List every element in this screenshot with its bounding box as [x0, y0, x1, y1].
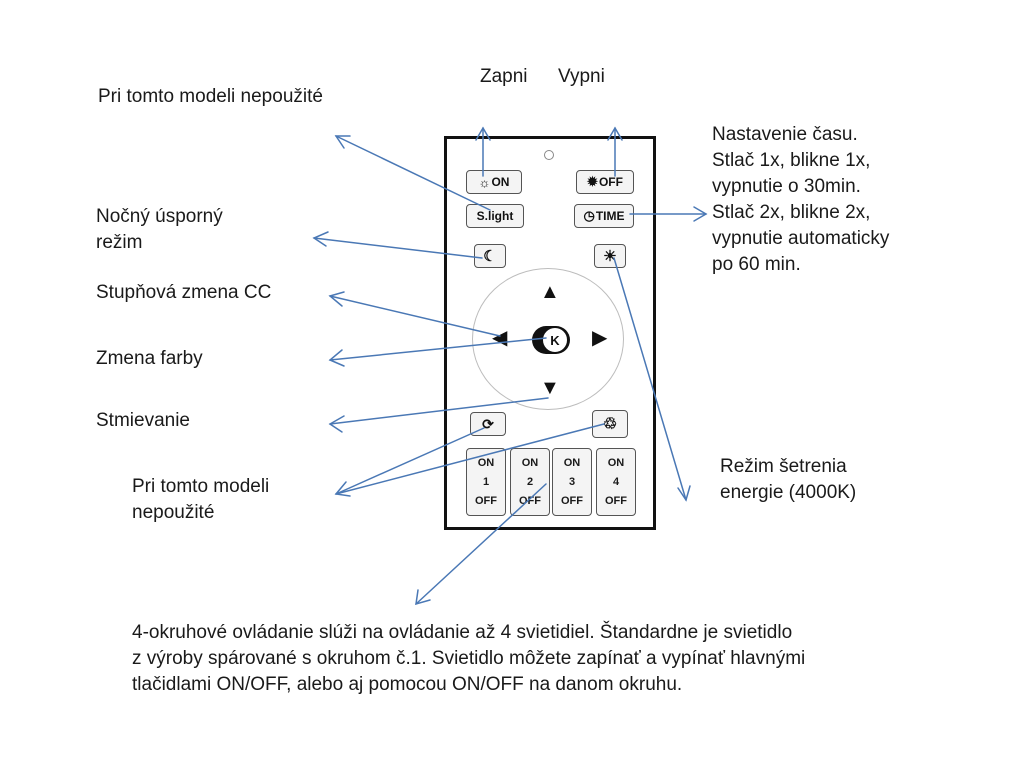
- label-unused-bottom-1: Pri tomto modeli: [132, 476, 270, 497]
- label-timer-6: po 60 min.: [712, 254, 801, 275]
- label-night-mode-1: Nočný úsporný: [96, 206, 223, 227]
- slight-button[interactable]: S.light: [466, 204, 524, 228]
- label-color-change: Zmena farby: [96, 348, 203, 369]
- label-timer-5: vypnutie automaticky: [712, 228, 890, 249]
- zone-3-on: ON: [563, 456, 581, 469]
- label-timer-4: Stlač 2x, blikne 2x,: [712, 202, 871, 223]
- down-arrow-button[interactable]: ▼: [540, 377, 560, 399]
- zone-3-button[interactable]: ON 3 OFF: [552, 448, 592, 516]
- zone-3-off: OFF: [561, 495, 583, 508]
- time-button-label: TIME: [595, 209, 625, 223]
- zone-4-button[interactable]: ON 4 OFF: [596, 448, 636, 516]
- note-line-1: 4-okruhové ovládanie slúži na ovládanie …: [132, 622, 793, 643]
- zone-1-number: 1: [482, 475, 490, 488]
- sun-filled-icon: ✹: [587, 174, 598, 189]
- note-line-3: tlačidlami ON/OFF, alebo aj pomocou ON/O…: [132, 674, 683, 695]
- zone-4-number: 4: [612, 475, 620, 488]
- eco-mode-button[interactable]: ☀: [594, 244, 626, 268]
- zone-2-on: ON: [521, 456, 539, 469]
- zone-control-note: 4-okruhové ovládanie slúži na ovládanie …: [132, 620, 952, 698]
- zone-3-number: 3: [568, 475, 576, 488]
- recycle-icon: ♲: [602, 416, 618, 433]
- cycle-button[interactable]: ⟳: [470, 412, 506, 436]
- off-button[interactable]: ✹OFF: [576, 170, 634, 194]
- label-cct-change: Stupňová zmena CC: [96, 282, 272, 303]
- zone-4-off: OFF: [605, 495, 627, 508]
- cycle-icon: ⟳: [482, 415, 494, 432]
- label-night-mode-2: režim: [96, 232, 143, 253]
- time-button[interactable]: ◷TIME: [574, 204, 634, 228]
- zone-1-off: OFF: [475, 495, 497, 508]
- zone-1-button[interactable]: ON 1 OFF: [466, 448, 506, 516]
- clock-icon: ◷: [583, 208, 595, 223]
- on-button-label: ON: [491, 175, 510, 189]
- moon-icon: ☾: [483, 248, 497, 265]
- slight-button-label: S.light: [476, 209, 514, 223]
- label-unused-bottom-2: nepoužité: [132, 502, 215, 523]
- label-eco-2: energie (4000K): [720, 482, 857, 503]
- note-line-2: z výroby spárované s okruhom č.1. Svieti…: [132, 648, 806, 669]
- label-timer-2: Stlač 1x, blikne 1x,: [712, 150, 871, 171]
- sun-small-icon: ☀: [603, 248, 617, 265]
- label-timer-1: Nastavenie času.: [712, 124, 858, 145]
- on-button[interactable]: ☼ON: [466, 170, 522, 194]
- night-mode-button[interactable]: ☾: [474, 244, 506, 268]
- center-button-label: K: [543, 328, 567, 352]
- right-arrow-button[interactable]: ▶: [592, 327, 608, 349]
- scene-button[interactable]: ♲: [592, 410, 628, 438]
- sun-outline-icon: ☼: [478, 174, 491, 190]
- label-dimming: Stmievanie: [96, 410, 190, 431]
- zone-4-on: ON: [607, 456, 625, 469]
- up-arrow-button[interactable]: ▲: [540, 281, 560, 303]
- left-arrow-button[interactable]: ◀: [492, 327, 508, 349]
- label-timer-3: vypnutie o 30min.: [712, 176, 861, 197]
- zone-2-number: 2: [526, 475, 534, 488]
- zone-1-on: ON: [477, 456, 495, 469]
- label-vypni: Vypni: [558, 66, 605, 87]
- color-change-button[interactable]: K: [532, 326, 570, 354]
- zone-2-button[interactable]: ON 2 OFF: [510, 448, 550, 516]
- label-eco-1: Režim šetrenia: [720, 456, 847, 477]
- off-button-label: OFF: [598, 175, 623, 189]
- label-unused-top: Pri tomto modeli nepoužité: [98, 86, 323, 107]
- indicator-led: [544, 150, 554, 160]
- zone-2-off: OFF: [519, 495, 541, 508]
- label-zapni: Zapni: [480, 66, 528, 87]
